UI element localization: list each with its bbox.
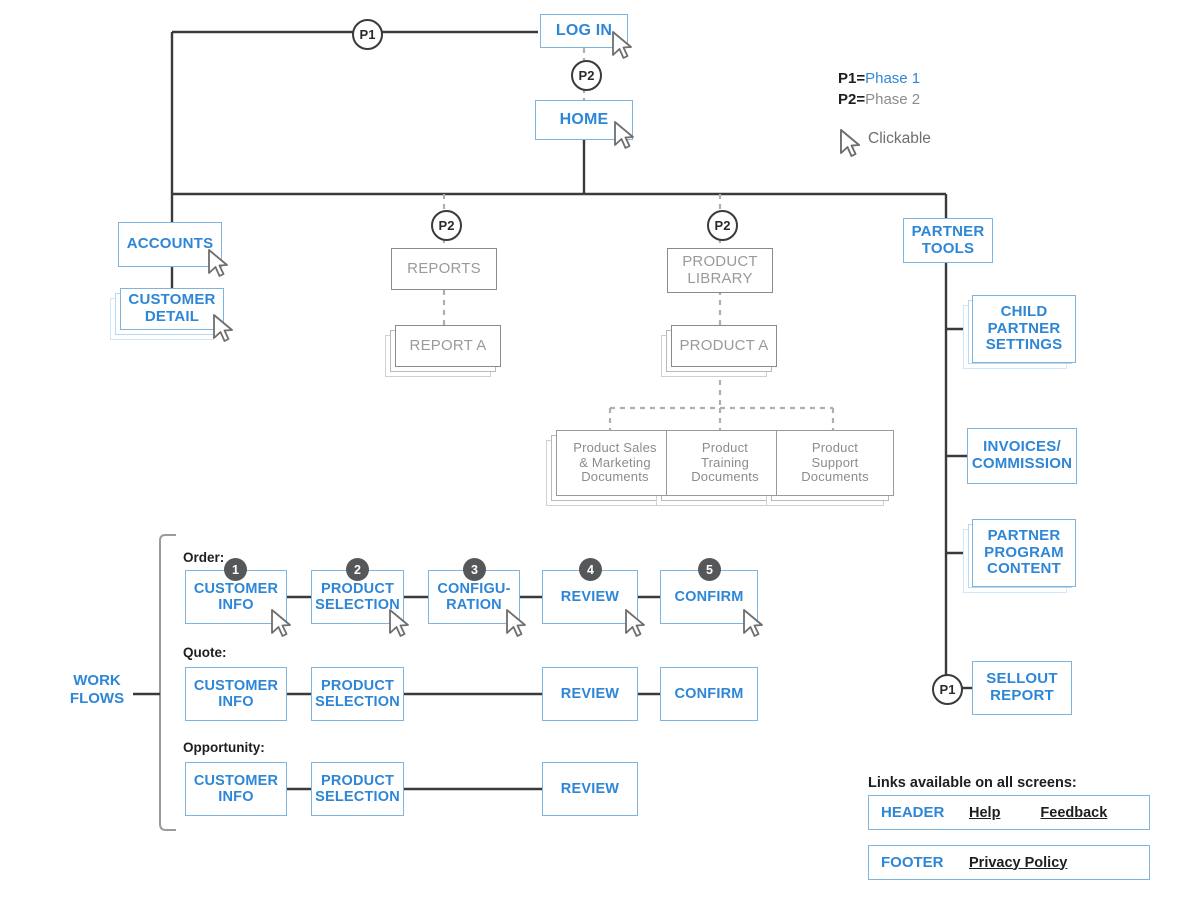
legend-p2-value: Phase 2 [865,91,921,109]
phase-marker-label: P2 [714,218,731,233]
node-log-in[interactable]: LOG IN [540,14,628,48]
workflow-label-text: Opportunity: [183,740,265,755]
legend-row-p2: P2=Phase 2 [838,89,1058,110]
node-label: LOG IN [555,22,613,40]
link-privacy-policy[interactable]: Privacy Policy [969,854,1068,871]
workflow-label-text: Quote: [183,645,227,660]
node-label: CONFIGU-RATION [437,580,511,613]
global-links-caption: Links available on all screens: [868,775,1077,791]
step-badge-3: 3 [463,558,486,581]
workflow-step-opportunity-3[interactable]: REVIEW [542,762,638,816]
node-accounts[interactable]: ACCOUNTS [118,222,222,267]
node-label: REVIEW [560,588,620,605]
phase-marker-p2-home: P2 [571,60,602,91]
legend-p2-key: P2= [838,91,866,109]
step-badge-label: 1 [232,562,239,577]
legend-row-p1: P1=Phase 1 [838,68,1058,89]
node-report-a: REPORT A [395,325,501,367]
global-links-caption-text: Links available on all screens: [868,775,1077,791]
node-reports: REPORTS [391,248,497,290]
header-tag: HEADER [881,804,945,821]
workflow-label-order: Order: [183,550,224,565]
footer-tag: FOOTER [881,854,944,871]
step-badge-5: 5 [698,558,721,581]
node-product-a: PRODUCT A [671,325,777,367]
workflow-step-order-3[interactable]: CONFIGU-RATION [428,570,520,624]
phase-marker-p2-product-library: P2 [707,210,738,241]
step-badge-label: 4 [587,562,594,577]
node-label: PRODUCT A [679,336,769,354]
step-badge-2: 2 [346,558,369,581]
global-links-header-row: HEADER Help Feedback [868,795,1150,830]
node-label: REVIEW [560,780,620,797]
phase-marker-label: P1 [939,682,956,697]
step-badge-4: 4 [579,558,602,581]
link-help[interactable]: Help [969,804,1001,821]
link-feedback[interactable]: Feedback [1040,804,1108,821]
phase-marker-p2-reports: P2 [431,210,462,241]
node-label: ACCOUNTS [126,235,214,253]
step-badge-label: 2 [354,562,361,577]
legend-clickable-label: Clickable [868,130,931,147]
step-badge-label: 5 [706,562,713,577]
step-badge-1: 1 [224,558,247,581]
phase-marker-p1-sellout: P1 [932,674,963,705]
node-label: INVOICES/COMMISSION [971,438,1073,472]
node-label: REPORT A [409,336,487,354]
node-invoices-commission[interactable]: INVOICES/COMMISSION [967,428,1077,484]
node-label: HOME [559,111,609,129]
phase-marker-label: P2 [578,68,595,83]
workflow-label-quote: Quote: [183,645,227,660]
node-label: REPORTS [407,259,481,277]
node-label: CONFIRM [674,685,744,702]
step-badge-label: 3 [471,562,478,577]
workflow-step-quote-4[interactable]: CONFIRM [660,667,758,721]
node-label: CONFIRM [674,588,744,605]
node-label: REVIEW [560,685,620,702]
legend: P1=Phase 1 P2=Phase 2 Clickable [838,68,1058,158]
workflow-step-quote-3[interactable]: REVIEW [542,667,638,721]
global-links-footer-row: FOOTER Privacy Policy [868,845,1150,880]
workflow-label-opportunity: Opportunity: [183,740,265,755]
phase-marker-p1-login: P1 [352,19,383,50]
phase-marker-label: P2 [438,218,455,233]
legend-p1-key: P1= [838,70,866,87]
node-home[interactable]: HOME [535,100,633,140]
legend-p1-value: Phase 1 [865,70,921,87]
workflow-label-text: Order: [183,550,225,565]
phase-marker-label: P1 [359,27,376,42]
